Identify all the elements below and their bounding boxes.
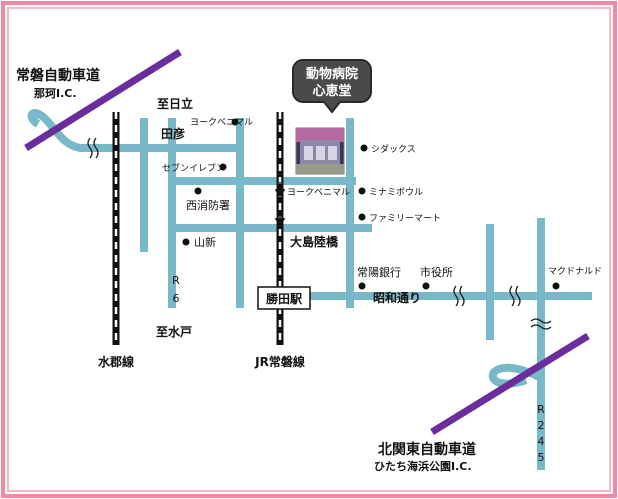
poi-dots	[182, 118, 560, 290]
r245-label-r: R	[537, 403, 545, 416]
showa-dori-label: 昭和通り	[373, 290, 421, 305]
to-hitachi-label: 至日立	[157, 96, 193, 111]
hitachi-kaihin-ic-label: ひたち海浜公園I.C.	[374, 459, 472, 473]
jr-joban-line-label: JR常磐線	[254, 354, 305, 369]
inner-frame	[7, 7, 611, 492]
road-network	[27, 109, 592, 470]
nishi-fire-label: 西消防署	[186, 198, 230, 212]
hospital-name-line2: 心恵堂	[312, 83, 351, 99]
poi-dot-shidax	[360, 144, 368, 152]
suigun-line-label: 水郡線	[98, 354, 134, 369]
mcdonalds-label: マクドナルド	[548, 266, 602, 277]
yamashin-label: 山新	[194, 235, 216, 249]
r245-label-4: 4	[538, 435, 545, 448]
york-benimaru-2-label: ヨークベニマル	[287, 187, 350, 198]
york-benimaru-1-label: ヨークベニマル	[190, 117, 253, 128]
seven-eleven-label: セブンイレブン	[162, 162, 225, 174]
poi-dot-city-hall	[422, 282, 430, 290]
poi-dot-minami-bowl	[358, 187, 366, 195]
road-break-marks	[87, 137, 552, 330]
joban-expressway-label: 常磐自動車道	[16, 67, 100, 84]
oshima-bridge-label: 大島陸橋	[290, 234, 339, 249]
poi-dot-joyo-bank	[358, 282, 366, 290]
poi-dot-seven-eleven	[219, 163, 227, 171]
poi-dot-mcdonalds	[552, 282, 560, 290]
road-naka-ic-link	[27, 109, 240, 152]
poi-dot-familymart	[358, 213, 366, 221]
r6-label-r: R	[172, 274, 180, 287]
shidax-label: シダックス	[371, 143, 416, 155]
to-mito-label: 至水戸	[156, 324, 192, 339]
minami-bowl-label: ミナミボウル	[369, 187, 423, 198]
r6-label-6: 6	[173, 292, 180, 305]
joyo-bank-label: 常陽銀行	[357, 265, 401, 279]
familymart-label: ファミリーマート	[369, 214, 441, 224]
hospital-callout: 動物病院 心恵堂	[292, 59, 372, 114]
hospital-name-line1: 動物病院	[306, 66, 358, 82]
tahiko-label: 田彦	[161, 126, 185, 141]
r245-label-5: 5	[538, 451, 545, 464]
hospital-photo-icon	[295, 127, 345, 175]
r245-label-2: 2	[538, 419, 545, 432]
expressway-joban	[24, 49, 182, 151]
station-label: 勝田駅	[266, 291, 303, 306]
poi-dot-yamashin	[182, 238, 190, 246]
naka-ic-label: 那珂I.C.	[34, 87, 77, 100]
poi-dot-york-benimaru-1	[231, 118, 239, 126]
bridge-arrows	[274, 182, 286, 227]
city-hall-label: 市役所	[420, 265, 453, 279]
katsuta-station: 勝田駅	[257, 286, 311, 310]
kitakanto-expressway-label: 北関東自動車道	[378, 441, 476, 458]
expressway-kitakanto	[430, 333, 590, 435]
poi-dot-nishi-fire	[194, 187, 202, 195]
